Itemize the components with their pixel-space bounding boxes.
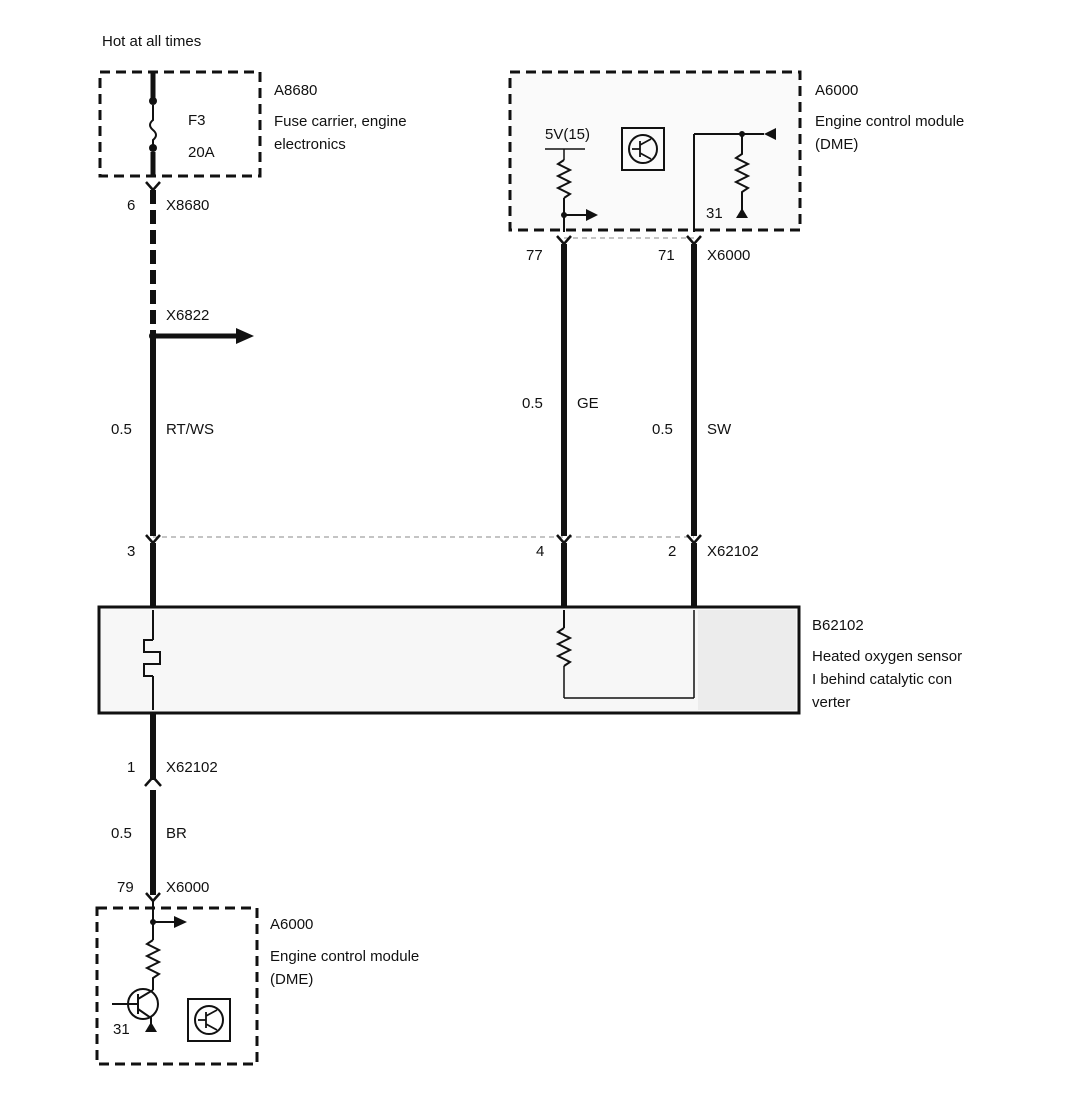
connector-x62102-bottom-label: X62102 [166,759,218,776]
ecm-top-ground-label: 31 [706,205,723,222]
ecm-top-module-symbol [621,127,665,171]
connector-x6000-top-pin-right: 71 [658,247,675,264]
sensor-element-resistor-icon [555,627,573,667]
sensor-shaded-area [698,610,796,710]
fuse-rating: 20A [188,144,215,161]
connector-x8680-pin: 6 [127,197,135,214]
wire-ge-color: GE [577,395,599,412]
ecm-bottom-module-transistor-icon [194,1005,224,1035]
connector-x62102-pin1-symbol [144,775,162,787]
connector-x8680-label: X8680 [166,197,209,214]
ecm-bottom-id: A6000 [270,916,313,933]
branch-x6822-arrow-icon [236,328,254,344]
oxygen-sensor: B62102 Heated oxygen sensor I behind cat… [97,605,962,715]
sensor-id: B62102 [812,617,864,634]
fuse-terminal-top [149,97,157,105]
ecm-bottom-module-symbol [187,998,231,1042]
ecm-top-outline [508,70,802,232]
connector-x62102-pin2-symbol [686,534,702,545]
fuse-carrier-outline [98,70,262,178]
ecm-top-transistor-icon [628,134,658,164]
pullup-resistor-icon [555,159,573,199]
connector-x6000-bottom-label: X6000 [166,879,209,896]
sensor-desc-2: I behind catalytic con [812,671,952,688]
ecm-top-ground-icon [736,208,748,218]
ecm-top-transistor-glyph [632,138,652,160]
ecm-top-desc-2: (DME) [815,136,858,153]
ecm-top-signal-arrow-icon [586,209,598,221]
connector-x62102-pin-bottom: 1 [127,759,135,776]
fuse-icon [149,105,157,146]
fuse-carrier: F3 20A A8680 Fuse carrier, engine electr… [98,70,407,178]
wire-rtws-color: RT/WS [166,421,214,438]
wire-rtws-size: 0.5 [111,421,132,438]
connector-x62102-pin-b: 4 [536,543,544,560]
ecm-top-reference-voltage: 5V(15) [545,126,590,143]
wire-sw-color: SW [707,421,732,438]
ecm-bottom-desc-1: Engine control module [270,948,419,965]
fuse-carrier-id: A8680 [274,82,317,99]
ecm-bottom-ground-icon [145,1022,157,1032]
sensor-desc-3: verter [812,694,850,711]
supply-label: Hot at all times [102,33,201,50]
sensor-outline [97,605,801,715]
connector-x6000-top-pin71-symbol [686,235,702,246]
ecm-top-bias-arrow-icon [764,128,776,140]
ecm-bottom-desc-2: (DME) [270,971,313,988]
wire-sw-size: 0.5 [652,421,673,438]
ecm-top-desc-1: Engine control module [815,113,964,130]
wire-br-size: 0.5 [111,825,132,842]
ecm-top-id: A6000 [815,82,858,99]
connector-x6000-top-pin-left: 77 [526,247,543,264]
connector-x62102-pin-a: 3 [127,543,135,560]
wire-ge-size: 0.5 [522,395,543,412]
connector-x8680-symbol [145,181,161,192]
connector-x6000-bottom-pin: 79 [117,879,134,896]
ecm-bottom: 31 A6000 Engine control module (DME) [95,901,419,1066]
ecm-bottom-outline [95,906,259,1066]
fuse-carrier-desc-1: Fuse carrier, engine [274,113,407,130]
fuse-carrier-desc-2: electronics [274,136,346,153]
fuse-name: F3 [188,112,206,129]
ecm-top-bias-resistor-icon [733,134,751,210]
wire-br-color: BR [166,825,187,842]
ecm-bottom-ground-label: 31 [113,1021,130,1038]
connector-x62102-pin-c: 2 [668,543,676,560]
heater-element-icon [143,639,161,677]
ecm-bottom-signal-arrow-icon [174,916,187,928]
fuse-terminal-bottom [149,144,157,152]
connector-x62102-label: X62102 [707,543,759,560]
ecm-bottom-module-transistor-glyph [198,1009,218,1031]
connector-x62102-pin3-symbol [145,534,161,545]
ecm-top: 5V(15) 31 A6000 Engine control module (D… [508,70,964,232]
connector-x6822-label: X6822 [166,307,209,324]
sensor-desc-1: Heated oxygen sensor [812,648,962,665]
connector-x6000-top-pin77-symbol [556,235,572,246]
ecm-bottom-transistor-glyph [112,989,154,1026]
connector-x6000-top-label: X6000 [707,247,750,264]
ecm-bottom-resistor-icon [144,939,162,990]
connector-x62102-pin4-symbol [556,534,572,545]
